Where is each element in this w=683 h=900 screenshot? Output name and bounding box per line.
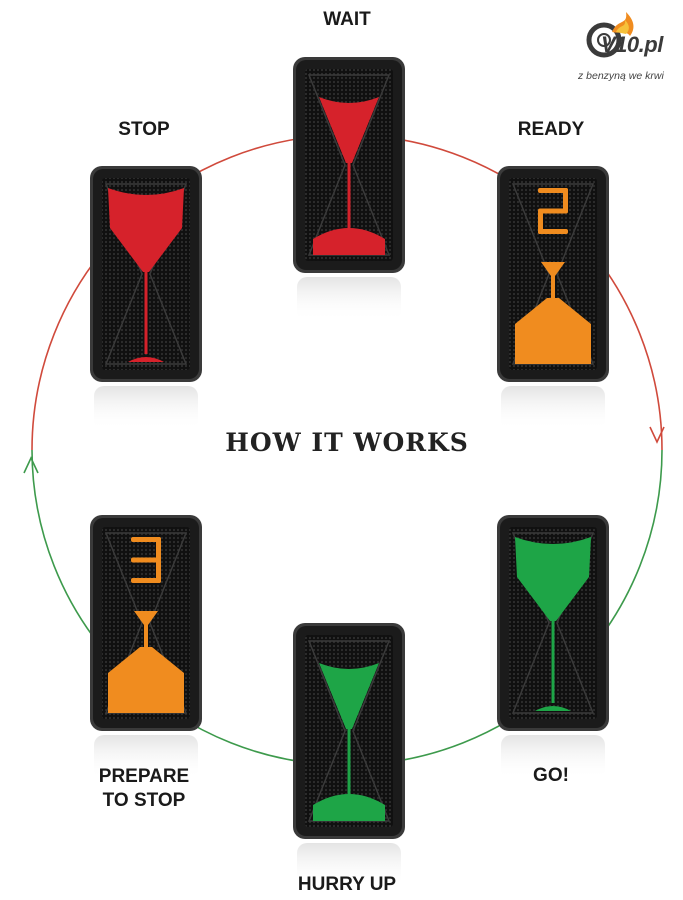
digit-segment [538, 188, 568, 193]
sand-bottom [313, 228, 385, 255]
digit-segment [131, 557, 161, 563]
light-reflection [501, 386, 605, 430]
sand-bottom [535, 706, 571, 711]
sand-top [515, 537, 591, 621]
sand-stream [347, 729, 351, 795]
sand-top [319, 97, 379, 163]
stage-label-stop: STOP [118, 119, 170, 140]
hourglass-outline [104, 532, 188, 714]
hourglass-light-go [497, 515, 609, 779]
hourglass-lights [90, 57, 609, 887]
tire-icon [586, 22, 622, 58]
page-title: HOW IT WORKS [225, 428, 469, 457]
hourglass-light-wait [293, 57, 405, 321]
stage-label-go: GO! [533, 765, 569, 786]
sand-top [319, 663, 379, 729]
hourglass-light-hurry-up [293, 623, 405, 887]
light-reflection [94, 735, 198, 779]
digit-segment [538, 229, 568, 234]
stage-label-wait: WAIT [323, 9, 371, 30]
cycle-arrow-down-icon [649, 426, 665, 444]
brand-logo [586, 12, 634, 58]
sand-bottom [313, 794, 385, 821]
digit-segment [156, 537, 161, 560]
hourglass-outline [104, 183, 188, 365]
digit-segment [538, 211, 543, 234]
stage-label-prepare-to-stop: PREPARE TO STOP [98, 766, 190, 811]
light-reflection [94, 386, 198, 430]
sand-top [541, 262, 565, 276]
brand-name: V10.pl [601, 32, 663, 57]
hourglass-light-stop [90, 166, 202, 430]
sand-stream [144, 272, 148, 354]
sand-bottom [128, 357, 164, 362]
sand-stream [551, 621, 555, 703]
hourglass-light-ready [497, 166, 609, 430]
digit-segment [156, 560, 161, 583]
hourglass-light-prepare-to-stop [90, 515, 202, 779]
sand-top [108, 188, 184, 272]
light-reflection [297, 843, 401, 887]
digit-segment [131, 537, 161, 542]
sand-bottom [108, 647, 184, 713]
digit-segment [563, 188, 568, 211]
brand-tagline: z benzyną we krwi [578, 70, 664, 82]
digit-segment [538, 208, 568, 214]
sand-bottom [515, 298, 591, 364]
sand-top [134, 611, 158, 625]
light-reflection [297, 277, 401, 321]
digit-segment [131, 578, 161, 583]
sand-stream [144, 623, 148, 647]
flame-icon [612, 12, 634, 36]
stage-label-ready: READY [517, 119, 585, 140]
sand-stream [551, 274, 555, 298]
hourglass-outline [307, 74, 391, 256]
cycle-arrow-up-icon [23, 456, 39, 474]
sand-stream [347, 163, 351, 229]
light-reflection [501, 735, 605, 779]
hourglass-outline [511, 532, 595, 714]
hourglass-outline [307, 640, 391, 822]
stage-label-hurry-up: HURRY UP [297, 874, 397, 895]
hourglass-outline [511, 183, 595, 365]
